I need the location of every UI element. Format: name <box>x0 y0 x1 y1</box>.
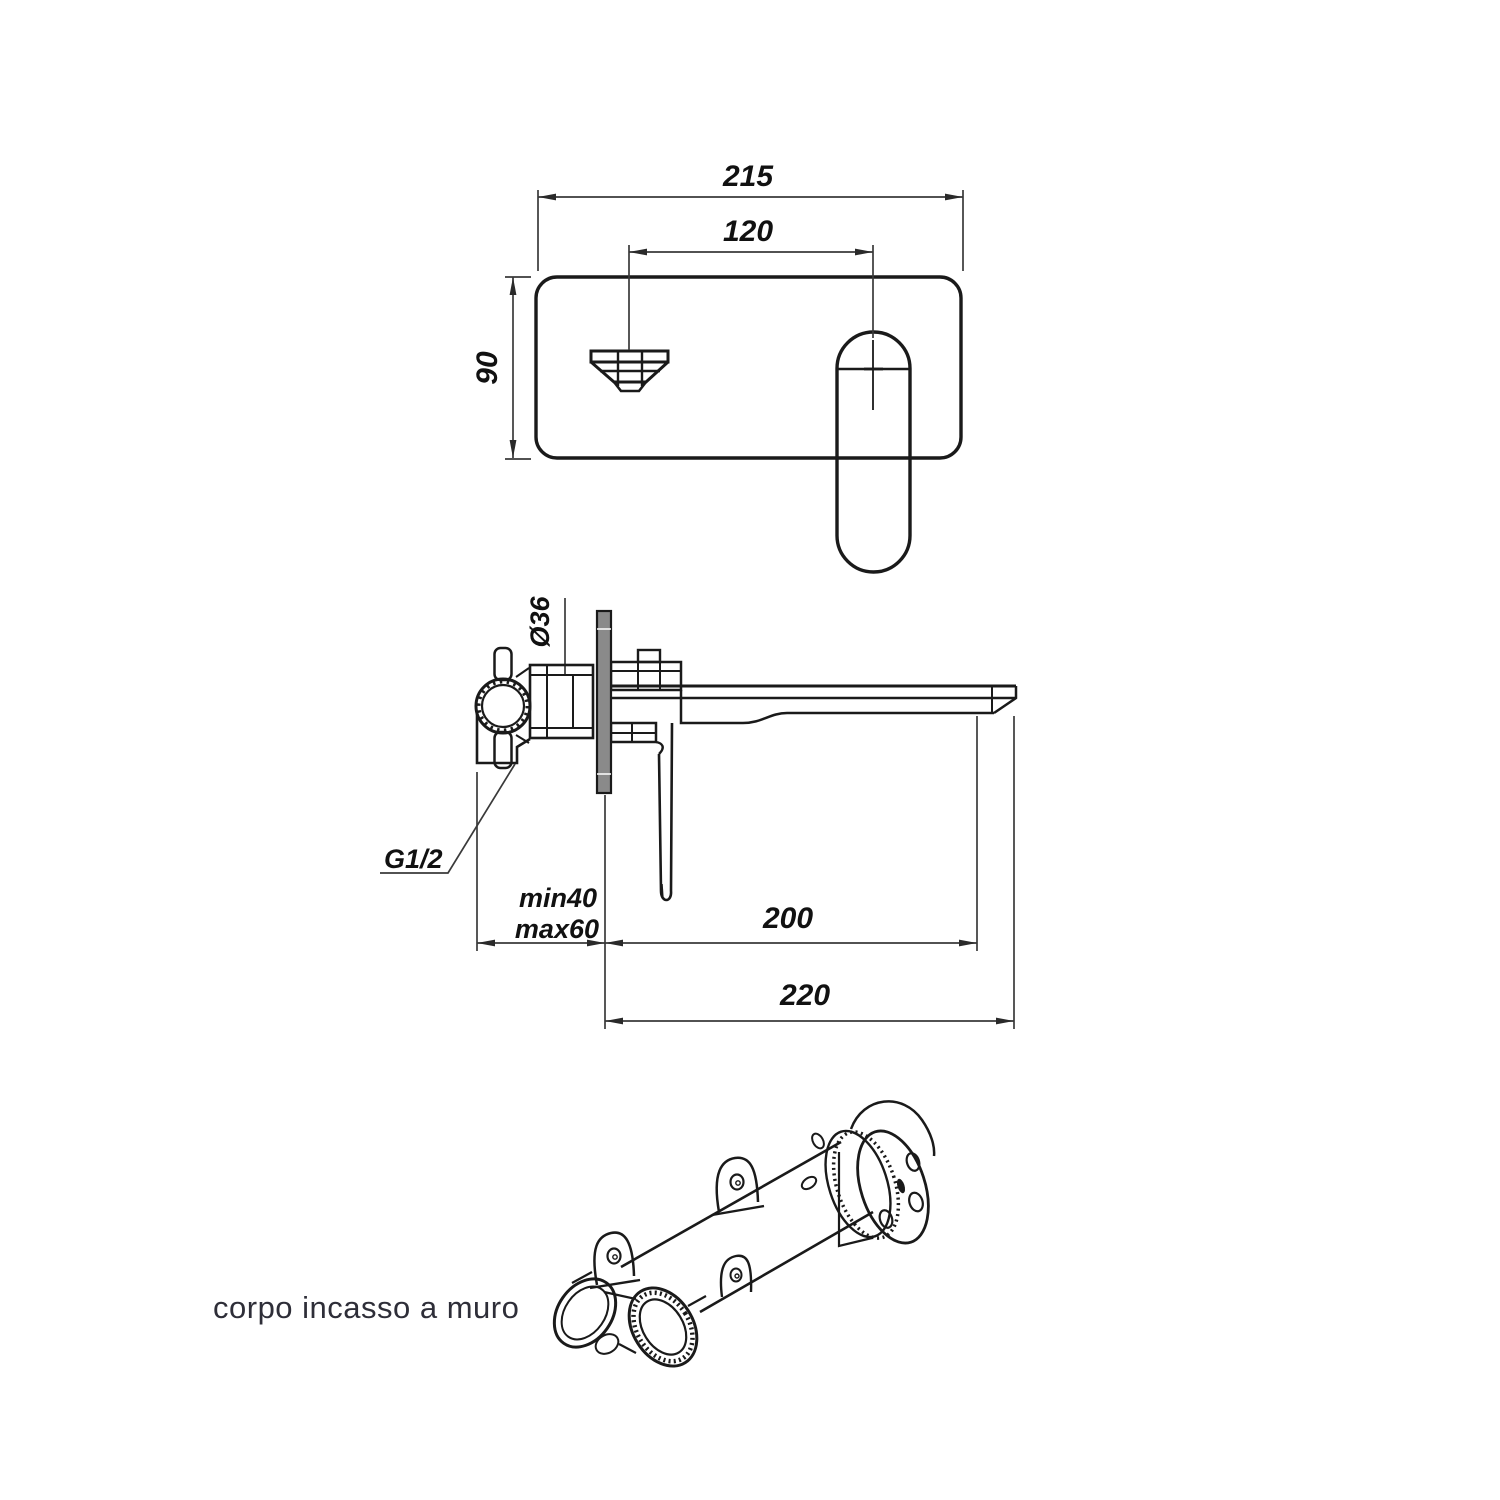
tube-hole-top <box>811 1132 825 1150</box>
isometric-view: corpo incasso a muro <box>213 1100 936 1368</box>
extension-lines-215 <box>537 190 964 271</box>
escutcheon-plate-edge <box>595 609 613 795</box>
handle-side <box>609 721 674 902</box>
dim-max60-label: max60 <box>515 914 599 944</box>
spout-outlet-front <box>589 349 670 393</box>
dim-120: 120 <box>628 215 874 350</box>
iso-caption: corpo incasso a muro <box>213 1290 519 1325</box>
housing-block-edge <box>837 1152 873 1248</box>
spout-tip-chamfer <box>993 686 1018 715</box>
extension-lines-90 <box>505 276 531 460</box>
outlet-stub-opening <box>627 1286 699 1368</box>
dim-220: 220 <box>605 716 1015 1029</box>
dim-215-label: 215 <box>722 160 774 193</box>
sleeve-chamfer-ticks <box>515 667 530 744</box>
valve-stub-top <box>493 646 513 682</box>
tube-hole-front <box>800 1175 818 1191</box>
disc-rim-thread-hatching <box>831 1130 901 1240</box>
mounting-ear-upper <box>711 1156 765 1217</box>
valve-body-side <box>474 646 595 770</box>
inlet-outlet-stubs <box>552 1271 707 1368</box>
valve-housing-iso <box>824 1100 936 1248</box>
side-view: Ø36 <box>380 596 1018 1029</box>
dim-90-label: 90 <box>471 351 504 385</box>
disc-face <box>856 1129 930 1245</box>
extension-lines-120 <box>628 245 874 350</box>
handle-lever <box>657 722 674 902</box>
disc-center-slot <box>896 1178 906 1194</box>
stub-boss <box>594 1333 620 1355</box>
inlet-stub-opening <box>552 1277 618 1349</box>
trim-plate-outline <box>534 275 963 460</box>
mounting-bracket <box>475 712 531 765</box>
front-view: 215 120 90 <box>471 160 964 574</box>
dim-min40-label: min40 <box>519 883 597 913</box>
mounting-ear-front <box>719 1254 753 1298</box>
dim-200-label: 200 <box>762 902 813 935</box>
upper-lobe <box>849 1100 936 1157</box>
inlet-thread-hatching <box>476 679 530 733</box>
inlet-bore <box>480 683 526 729</box>
inlet-stub-bore <box>560 1285 610 1341</box>
trim-sleeve <box>528 663 595 740</box>
dim-120-label: 120 <box>723 215 773 248</box>
dim-200: 200 <box>605 716 978 951</box>
dim-d36-label: Ø36 <box>525 596 555 648</box>
dim-recess-depth: min40 max60 <box>476 772 606 1029</box>
spout-nut <box>609 648 683 692</box>
outlet-stub-bore <box>638 1298 688 1356</box>
spout-underside <box>679 690 994 725</box>
thread-g12-label: G1/2 <box>384 844 443 874</box>
tube-top-edge <box>620 1140 842 1269</box>
inlet-connection-circle <box>474 677 532 735</box>
disc-rim-back <box>824 1129 892 1239</box>
dim-90: 90 <box>471 276 531 460</box>
tube-bottom-edge <box>699 1210 874 1314</box>
outlet-thread-hatching <box>631 1290 695 1364</box>
spout-side <box>611 684 1018 725</box>
disc-face-holes <box>878 1152 924 1229</box>
inlet-thread-callout: G1/2 <box>380 763 516 874</box>
thread-leader-line <box>380 763 516 874</box>
handle-front <box>835 330 912 574</box>
dim-220-label: 220 <box>779 979 830 1012</box>
dim-215: 215 <box>537 160 964 271</box>
